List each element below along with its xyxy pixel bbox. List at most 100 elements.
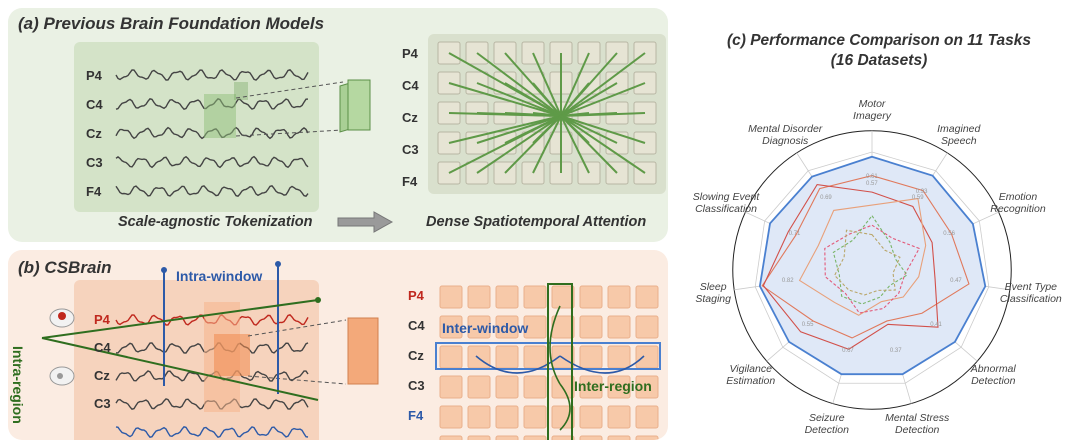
token-cell xyxy=(579,315,603,339)
attention-line xyxy=(476,82,562,117)
channel-label: C3 xyxy=(86,155,103,170)
token-cell xyxy=(495,435,519,440)
radar-outer-ring xyxy=(732,130,1012,410)
attention-line xyxy=(560,82,590,117)
radar-tick-label: 0.47 xyxy=(950,278,962,285)
attention-line xyxy=(532,112,562,117)
attention-line xyxy=(448,82,562,117)
attention-line xyxy=(448,115,562,174)
token-cell xyxy=(523,345,547,369)
brain-icon xyxy=(49,366,75,386)
channel-label: Cz xyxy=(86,126,102,141)
radar-series xyxy=(824,224,921,314)
intra-region-label: Intra-region xyxy=(10,346,26,424)
radar-tick-label: 0.61 xyxy=(866,173,878,180)
token-cell xyxy=(635,375,659,399)
grid-channel-label: C4 xyxy=(408,318,425,333)
attention-line xyxy=(504,82,562,117)
attention-line xyxy=(560,115,618,174)
radar-chart xyxy=(732,130,1012,410)
token-cell xyxy=(635,435,659,440)
brain-icon xyxy=(49,308,75,328)
grid-channel-label: P4 xyxy=(408,288,424,303)
token-cell xyxy=(439,435,463,440)
channel-label: C3 xyxy=(94,396,111,411)
token-cell xyxy=(467,405,491,429)
inter-region-column xyxy=(547,283,573,440)
token-cell xyxy=(551,345,575,369)
caption-tokenization: Scale-agnostic Tokenization xyxy=(118,214,313,230)
attention-line xyxy=(448,115,562,144)
intra-window-label: Intra-window xyxy=(176,268,263,284)
token-cell xyxy=(607,405,631,429)
token-cell xyxy=(523,435,547,440)
csbrain-grid xyxy=(439,285,659,440)
token-window-b xyxy=(214,334,250,376)
channel-label: P4 xyxy=(86,68,102,83)
radar-tick-label: 0.55 xyxy=(801,321,814,328)
token-block-b xyxy=(347,317,379,385)
radar-series xyxy=(833,229,901,296)
token-cell xyxy=(439,345,463,369)
radar-grid-ring xyxy=(754,151,990,384)
token-block xyxy=(347,79,371,131)
eeg-signal-box xyxy=(74,42,319,212)
token-cell xyxy=(635,285,659,309)
channel-label: Cz xyxy=(94,368,110,383)
attention-line xyxy=(560,115,618,144)
attention-line xyxy=(532,52,562,117)
token-cell xyxy=(523,285,547,309)
token-cell xyxy=(439,285,463,309)
token-cell xyxy=(523,405,547,429)
radar-tick-label: 0.37 xyxy=(889,347,902,354)
eeg-wave xyxy=(115,184,309,198)
token-cell xyxy=(439,405,463,429)
radar-series xyxy=(832,214,908,305)
arrow-icon xyxy=(337,211,394,233)
attention-line xyxy=(476,115,562,144)
panel-b-title: (b) CSBrain xyxy=(18,258,112,277)
token-cell xyxy=(523,375,547,399)
attention-line xyxy=(560,115,590,174)
radar-tick-label: 0.82 xyxy=(781,278,794,285)
grid-channel-label: F4 xyxy=(402,174,418,189)
eeg-signal-box-b xyxy=(74,280,319,440)
grid-channel-label: C4 xyxy=(402,78,419,93)
radar-tick-label: 0.41 xyxy=(930,321,942,328)
token-cell xyxy=(635,315,659,339)
radar-series xyxy=(761,175,970,339)
token-cell xyxy=(635,345,659,369)
radar-series xyxy=(758,155,987,376)
panel-a-graphics xyxy=(74,34,666,233)
token-cell xyxy=(607,315,631,339)
token-cell xyxy=(607,345,631,369)
radar-series xyxy=(762,184,939,350)
token-cell xyxy=(579,435,603,440)
attention-line xyxy=(560,115,646,174)
radar-tick-label: 0.57 xyxy=(866,181,878,188)
eeg-wave xyxy=(115,155,309,169)
radar-title-line2: (16 Datasets) xyxy=(830,52,928,69)
token-cell xyxy=(523,315,547,339)
attention-line xyxy=(560,52,646,117)
attention-line xyxy=(504,115,562,174)
grid-channel-label: F4 xyxy=(408,408,424,423)
token-cell xyxy=(579,285,603,309)
radar-tick-label: 0.69 xyxy=(820,194,832,201)
token-cell xyxy=(635,405,659,429)
token-cell xyxy=(551,285,575,309)
token-cell xyxy=(495,345,519,369)
token-cell xyxy=(607,435,631,440)
token-cell xyxy=(579,345,603,369)
token-cell xyxy=(607,285,631,309)
token-cell xyxy=(551,435,575,440)
attention-line xyxy=(532,82,562,117)
panel-previous-models: (a) Previous Brain Foundation Models P4 … xyxy=(8,8,668,242)
